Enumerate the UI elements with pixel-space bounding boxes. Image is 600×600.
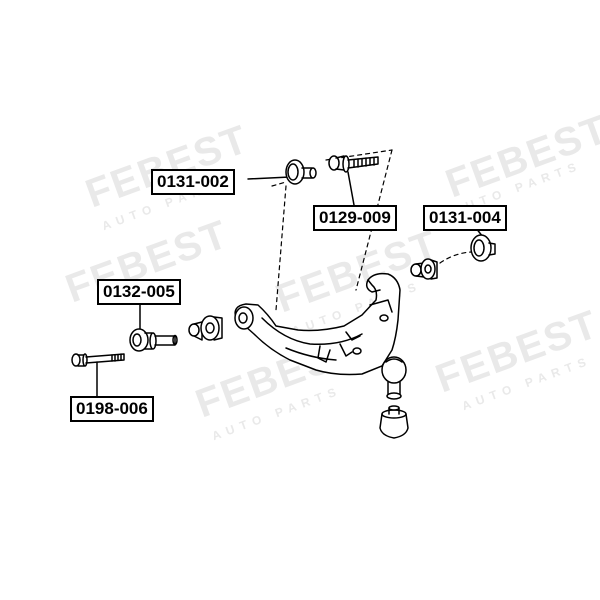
part-label-0131-004[interactable]: 0131-004 bbox=[423, 205, 507, 231]
bushing-lower bbox=[188, 315, 223, 341]
cam-bolt-0132-005 bbox=[129, 328, 178, 352]
part-label-0198-006[interactable]: 0198-006 bbox=[70, 396, 154, 422]
bushing-upper bbox=[410, 258, 438, 280]
part-label-0131-002[interactable]: 0131-002 bbox=[151, 169, 235, 195]
part-label-0132-005[interactable]: 0132-005 bbox=[97, 279, 181, 305]
ball-joint-assembled bbox=[381, 356, 407, 400]
part-label-0129-009[interactable]: 0129-009 bbox=[313, 205, 397, 231]
cam-bolt-0129-009 bbox=[328, 155, 379, 173]
cam-washer-0131-004 bbox=[470, 234, 496, 262]
ball-joint-boot bbox=[379, 405, 409, 439]
bolt-0198-006 bbox=[71, 353, 125, 367]
lower-control-arm bbox=[234, 272, 401, 376]
cam-washer-0131-002 bbox=[285, 159, 317, 185]
